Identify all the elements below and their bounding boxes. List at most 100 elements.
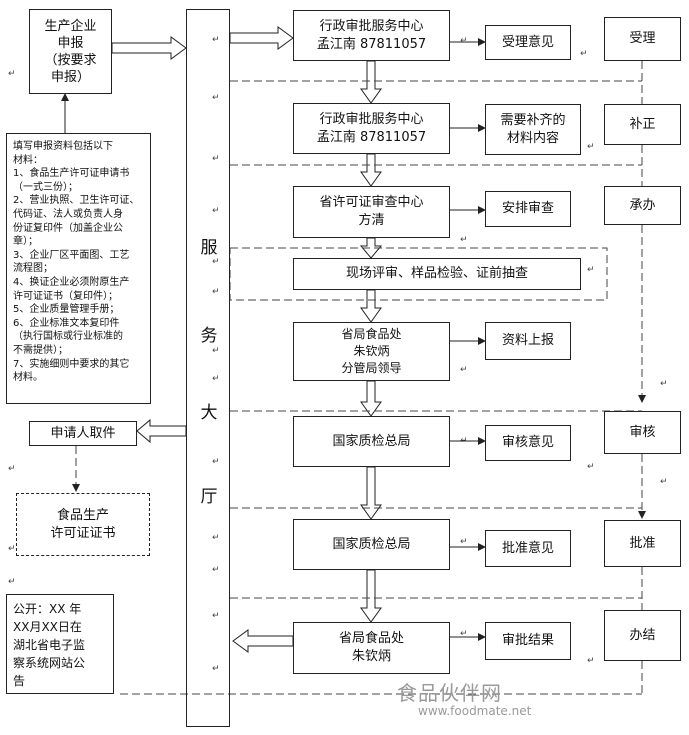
paragraph-mark: ↵ — [212, 154, 220, 164]
paragraph-mark: ↵ — [460, 436, 468, 446]
paragraph-mark: ↵ — [212, 664, 220, 674]
output-audit-opinion: 审核意见 — [485, 425, 571, 461]
output-acceptance-opinion: 受理意见 — [485, 25, 571, 60]
paragraph-mark: ↵ — [212, 206, 220, 216]
paragraph-mark: ↵ — [212, 257, 220, 267]
output-approval-result: 审批结果 — [485, 622, 571, 660]
hall-to-pickup-arrow — [136, 418, 187, 444]
paragraph-mark: ↵ — [587, 265, 595, 275]
step8-to-hall-arrow — [232, 629, 294, 653]
pickup-label: 申请人取件 — [50, 425, 116, 441]
step-line: 行政审批服务中心 — [319, 111, 424, 127]
site-review-frame — [229, 247, 608, 301]
step-line: 孟江南 87811057 — [316, 129, 427, 145]
output-label: 材料内容 — [506, 130, 559, 146]
materials-list-box: 填写申报资料包括以下 材料： 1、食品生产许可证申请书 （一式三份）； 2、营业… — [6, 133, 151, 404]
company-apply-line: 申报 — [57, 35, 84, 51]
output-label: 安排审查 — [501, 201, 554, 216]
materials-line: 填写申报资料包括以下 — [13, 141, 113, 152]
step-line: 朱钦炳 — [353, 344, 390, 358]
step-line: 行政审批服务中心 — [319, 18, 424, 34]
paragraph-mark: ↵ — [212, 611, 220, 621]
paragraph-mark: ↵ — [8, 577, 16, 587]
step-line: 方清 — [358, 213, 385, 228]
publicity-line: 公开：XX 年 — [13, 602, 82, 616]
output-label: 受理意见 — [501, 34, 554, 50]
watermark-url: www.foodmate.net — [418, 704, 532, 718]
output-label: 需要补齐的 — [500, 112, 566, 128]
materials-line: 3、企业厂区平面图、工艺 — [13, 249, 130, 261]
hall-to-step1-arrow — [229, 26, 294, 50]
paragraph-mark: ↵ — [580, 49, 588, 59]
materials-line: 4、换证企业必须附原生产 — [13, 276, 130, 288]
output-label: 审批结果 — [501, 633, 554, 648]
paragraph-mark: ↵ — [8, 464, 16, 474]
paragraph-mark: ↵ — [587, 142, 595, 152]
stage-undertake: 承办 — [604, 186, 681, 225]
paragraph-mark: ↵ — [587, 656, 595, 666]
paragraph-mark: ↵ — [460, 365, 468, 375]
paragraph-mark: ↵ — [460, 36, 468, 46]
publicity-line: 察系统网站公 — [13, 656, 86, 670]
hall-char: 服 — [200, 238, 218, 258]
step-review-center: 省许可证审查中心 方清 — [293, 186, 450, 238]
paragraph-mark: ↵ — [460, 235, 468, 245]
paragraph-mark: ↵ — [587, 462, 595, 472]
publicity-box: 公开：XX 年 XX月XX日在 湖北省电子监 察系统网站公 告 — [6, 594, 114, 694]
down-arrow-3 — [359, 237, 383, 259]
paragraph-mark: ↵ — [212, 287, 220, 297]
step-line: 朱钦炳 — [351, 649, 391, 664]
paragraph-mark: ↵ — [460, 537, 468, 547]
publicity-line: 湖北省电子监 — [13, 638, 86, 652]
down-arrow-6 — [360, 466, 382, 520]
materials-line: （一式三份）； — [13, 181, 78, 193]
step-line: 省局食品处 — [341, 327, 402, 341]
materials-line: 材料： — [13, 154, 43, 166]
paragraph-mark: ↵ — [212, 93, 220, 103]
output-approval-opinion: 批准意见 — [485, 530, 571, 567]
paragraph-mark: ↵ — [212, 35, 220, 45]
step-line: 省许可证审查中心 — [319, 195, 424, 210]
down-arrow-4 — [360, 289, 382, 323]
paragraph-mark: ↵ — [212, 374, 220, 384]
step-line: 分管局领导 — [341, 361, 402, 375]
stage-complete: 办结 — [604, 610, 681, 661]
step-provincial-final: 省局食品处 朱钦炳 — [293, 622, 450, 674]
down-arrow-1 — [360, 60, 382, 104]
stage-correction: 补正 — [604, 104, 681, 145]
materials-line: 7、实施细则中要求的其它 — [13, 358, 130, 370]
output-arrange-review: 安排审查 — [485, 191, 571, 227]
stage-label: 批准 — [629, 535, 656, 551]
paragraph-mark: ↵ — [212, 346, 220, 356]
step-line: 省局食品处 — [338, 631, 404, 646]
step-provincial-food-dept: 省局食品处 朱钦炳 分管局领导 — [293, 322, 450, 381]
paragraph-mark: ↵ — [8, 69, 16, 79]
publicity-line: XX月XX日在 — [13, 620, 82, 634]
pickup-box: 申请人取件 — [29, 421, 137, 446]
paragraph-mark: ↵ — [460, 629, 468, 639]
materials-line: 6、企业标准文本复印件 — [13, 317, 120, 329]
stage-audit: 审核 — [604, 411, 681, 454]
paragraph-mark: ↵ — [660, 379, 668, 389]
step-line: 孟江南 87811057 — [316, 36, 427, 52]
step-site-review-label: 现场评审、样品检验、证前抽查 — [345, 266, 528, 281]
materials-line: 2、营业执照、卫生许可证、 — [13, 195, 140, 207]
hall-char: 厅 — [200, 487, 218, 507]
company-apply-line: （按要求 — [44, 52, 97, 68]
company-apply-line: 申报） — [50, 69, 90, 85]
materials-line: （执行国标或行业标准的 — [13, 331, 123, 343]
stage-label: 受理 — [629, 31, 656, 46]
paragraph-mark: ↵ — [8, 544, 16, 554]
materials-line: 代码证、法人或负责人身 — [13, 208, 123, 220]
step-line: 国家质检总局 — [332, 536, 411, 552]
materials-line: 材料。 — [13, 372, 43, 384]
step-aqsiq-audit: 国家质检总局 — [293, 416, 450, 467]
step-aqsiq-approval: 国家质检总局 — [293, 519, 450, 570]
company-to-hall-arrow — [111, 36, 187, 60]
certificate-box: 食品生产 许可证证书 — [16, 493, 150, 556]
service-hall-bar: 服 务 大 厅 — [186, 9, 230, 727]
step-line: 国家质检总局 — [332, 433, 411, 449]
output-label: 审核意见 — [501, 435, 554, 450]
step-site-review: 现场评审、样品检验、证前抽查 — [293, 258, 581, 290]
